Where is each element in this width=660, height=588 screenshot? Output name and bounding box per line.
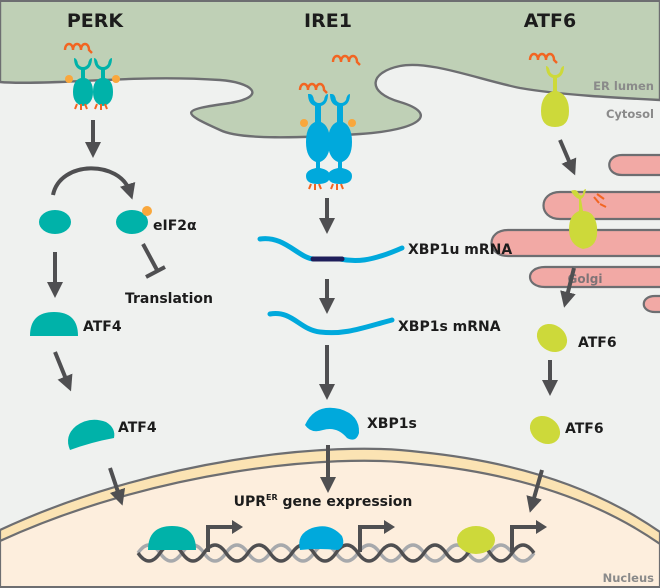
atf4-nuc-label: ATF4 bbox=[118, 420, 157, 436]
atf4-bound-dna bbox=[148, 526, 196, 550]
golgi-apparatus bbox=[490, 153, 660, 314]
misfolded-protein-atf6 bbox=[528, 52, 558, 64]
arrow-atf4-to-nucleus bbox=[108, 467, 126, 506]
phosphate-icon bbox=[112, 75, 120, 83]
arrow-atf4-translocation bbox=[53, 351, 73, 392]
xbp1s-protein-label: XBP1s bbox=[367, 416, 417, 432]
misfolded-protein-ire1 bbox=[298, 82, 328, 94]
golgi-cisterna-4 bbox=[528, 265, 660, 289]
golgi-cisterna-5 bbox=[642, 294, 660, 314]
inhibition-translation bbox=[141, 243, 166, 279]
atf4-protein-cytosol bbox=[30, 312, 78, 336]
perk-dimer bbox=[73, 58, 113, 106]
xbp1s-mrna bbox=[267, 311, 395, 336]
ire1-monomer-2 bbox=[328, 94, 352, 184]
activation-marks-perk bbox=[74, 103, 108, 110]
transcription-start-xbp1s bbox=[358, 520, 395, 552]
arrow-phosphorylation bbox=[51, 166, 136, 200]
dna-helix bbox=[136, 543, 536, 563]
golgi-label: Golgi bbox=[568, 272, 603, 286]
phosphate-icon bbox=[142, 206, 152, 216]
golgi-cisterna-1 bbox=[608, 153, 660, 177]
ire1-monomer-1 bbox=[306, 94, 330, 184]
misfolded-protein-perk bbox=[63, 42, 93, 54]
cleavage-marks bbox=[593, 193, 607, 208]
eif2a-unphosphorylated bbox=[39, 210, 71, 234]
phosphate-icon bbox=[300, 119, 308, 127]
atf4-cyto-label: ATF4 bbox=[83, 319, 122, 335]
nucleus bbox=[0, 459, 660, 588]
atf6-protein-cytosol bbox=[536, 323, 568, 353]
nucleus-label: Nucleus bbox=[603, 571, 655, 585]
er-lumen-label: ER lumen bbox=[593, 79, 654, 93]
atf6-cleaving bbox=[569, 189, 598, 249]
atf6-bound-dna bbox=[457, 526, 495, 554]
dna-strand-dark bbox=[136, 543, 536, 563]
perk-title: PERK bbox=[67, 10, 125, 32]
phosphate-icon bbox=[65, 75, 73, 83]
perk-monomer-2 bbox=[93, 58, 113, 106]
atf6-protein bbox=[529, 415, 561, 445]
atf6-full-length bbox=[541, 66, 569, 127]
eif2a-label: eIF2α bbox=[153, 218, 197, 234]
phosphate-icon bbox=[348, 119, 356, 127]
transcription-start-atf6 bbox=[510, 520, 547, 552]
xbp1s-mrna-label: XBP1s mRNA bbox=[398, 319, 501, 335]
arrow-atf6-to-nucleus bbox=[526, 469, 544, 513]
xbp1s-protein bbox=[305, 407, 360, 440]
ire1-title: IRE1 bbox=[304, 10, 352, 32]
ire1-dimer bbox=[306, 94, 352, 184]
misfolded-protein-free bbox=[331, 54, 361, 66]
arrow-atf6-cleaved bbox=[560, 267, 576, 308]
perk-monomer-1 bbox=[73, 58, 93, 106]
atf6-title: ATF6 bbox=[524, 10, 576, 32]
cytosol-label: Cytosol bbox=[606, 107, 654, 121]
upr-gene-expression-label: UPRER gene expression bbox=[234, 493, 413, 510]
atf6-cleaved-label: ATF6 bbox=[578, 335, 617, 351]
eif2a-phosphorylated bbox=[116, 210, 148, 234]
atf6-nuc-label: ATF6 bbox=[565, 421, 604, 437]
xbp1u-label: XBP1u mRNA bbox=[408, 242, 512, 258]
translation-label: Translation bbox=[125, 291, 213, 307]
xbp1s-bound-dna bbox=[299, 526, 344, 550]
transcription-start-atf4 bbox=[206, 520, 243, 552]
activation-marks-ire1 bbox=[308, 183, 344, 190]
atf4-protein bbox=[68, 419, 115, 450]
arrow-atf6-to-golgi bbox=[558, 139, 577, 176]
